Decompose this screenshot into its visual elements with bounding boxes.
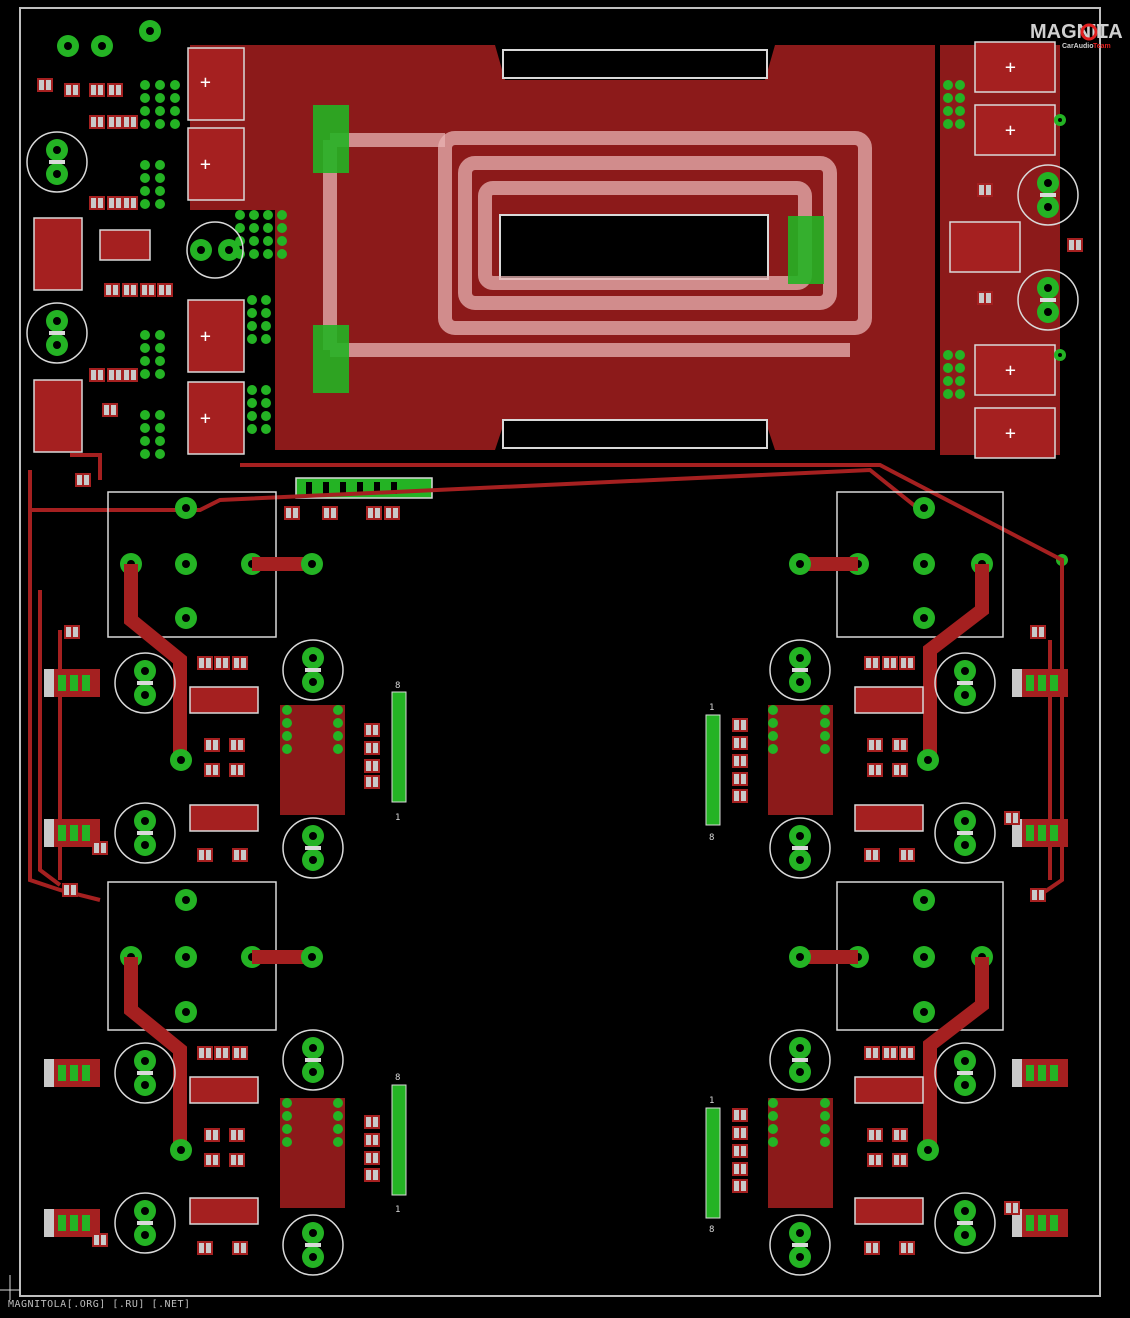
connector-pin-label-top: 1	[709, 1096, 714, 1106]
amp-channel-top-left: 8 1	[44, 491, 407, 897]
connector-pin-label-top: 8	[395, 681, 400, 691]
logo-tagline: CarAudio	[1062, 43, 1094, 50]
connector-pin-label-bottom: 1	[395, 813, 400, 823]
heatsink-slot-top	[502, 49, 768, 79]
svg-text:+: +	[200, 72, 211, 93]
right-regulator-section: + + + +	[940, 41, 1083, 566]
connector-pin-label-bottom: 8	[709, 833, 714, 843]
board-outline	[19, 7, 1101, 1297]
mosfet-block-left: + + + +	[140, 47, 287, 459]
left-control-circuit	[27, 20, 244, 487]
svg-text:+: +	[1005, 423, 1016, 444]
heatsink-slot-mid	[499, 214, 769, 280]
transformer-pads-left-top	[313, 105, 349, 173]
footer-watermark: MAGNITOLA[.ORG] [.RU] [.NET]	[8, 1299, 191, 1310]
magnitola-logo: MAGNIT LA CarAudio Team	[1030, 21, 1123, 50]
amp-channel-bottom-right: 1 8	[705, 881, 1068, 1275]
heatsink-slot-bottom	[502, 419, 768, 449]
transformer-pads-left-bottom	[313, 325, 349, 393]
connector-pin-label-bottom: 8	[709, 1225, 714, 1235]
svg-text:+: +	[200, 408, 211, 429]
signal-traces	[28, 453, 1064, 902]
origin-marker-icon	[0, 1275, 20, 1300]
svg-text:+: +	[1005, 120, 1016, 141]
power-supply-section: + + + +	[27, 20, 1123, 566]
connector-pin-label-top: 8	[395, 1073, 400, 1083]
amp-channel-top-right: 1 8	[705, 491, 1068, 902]
header-connector	[284, 477, 433, 520]
logo-brand-end: LA	[1096, 21, 1123, 43]
svg-text:+: +	[1005, 57, 1016, 78]
connector-pin-label-bottom: 1	[395, 1205, 400, 1215]
connector-pin-label-top: 1	[709, 703, 714, 713]
amp-channel-bottom-left: 8 1	[44, 881, 407, 1275]
svg-text:+: +	[200, 326, 211, 347]
logo-circle-icon	[1080, 23, 1098, 41]
svg-text:+: +	[200, 154, 211, 175]
svg-text:+: +	[1005, 360, 1016, 381]
transformer-winding	[323, 131, 872, 357]
logo-tagline-accent: Team	[1093, 43, 1111, 50]
transformer-pads-right	[788, 216, 824, 284]
